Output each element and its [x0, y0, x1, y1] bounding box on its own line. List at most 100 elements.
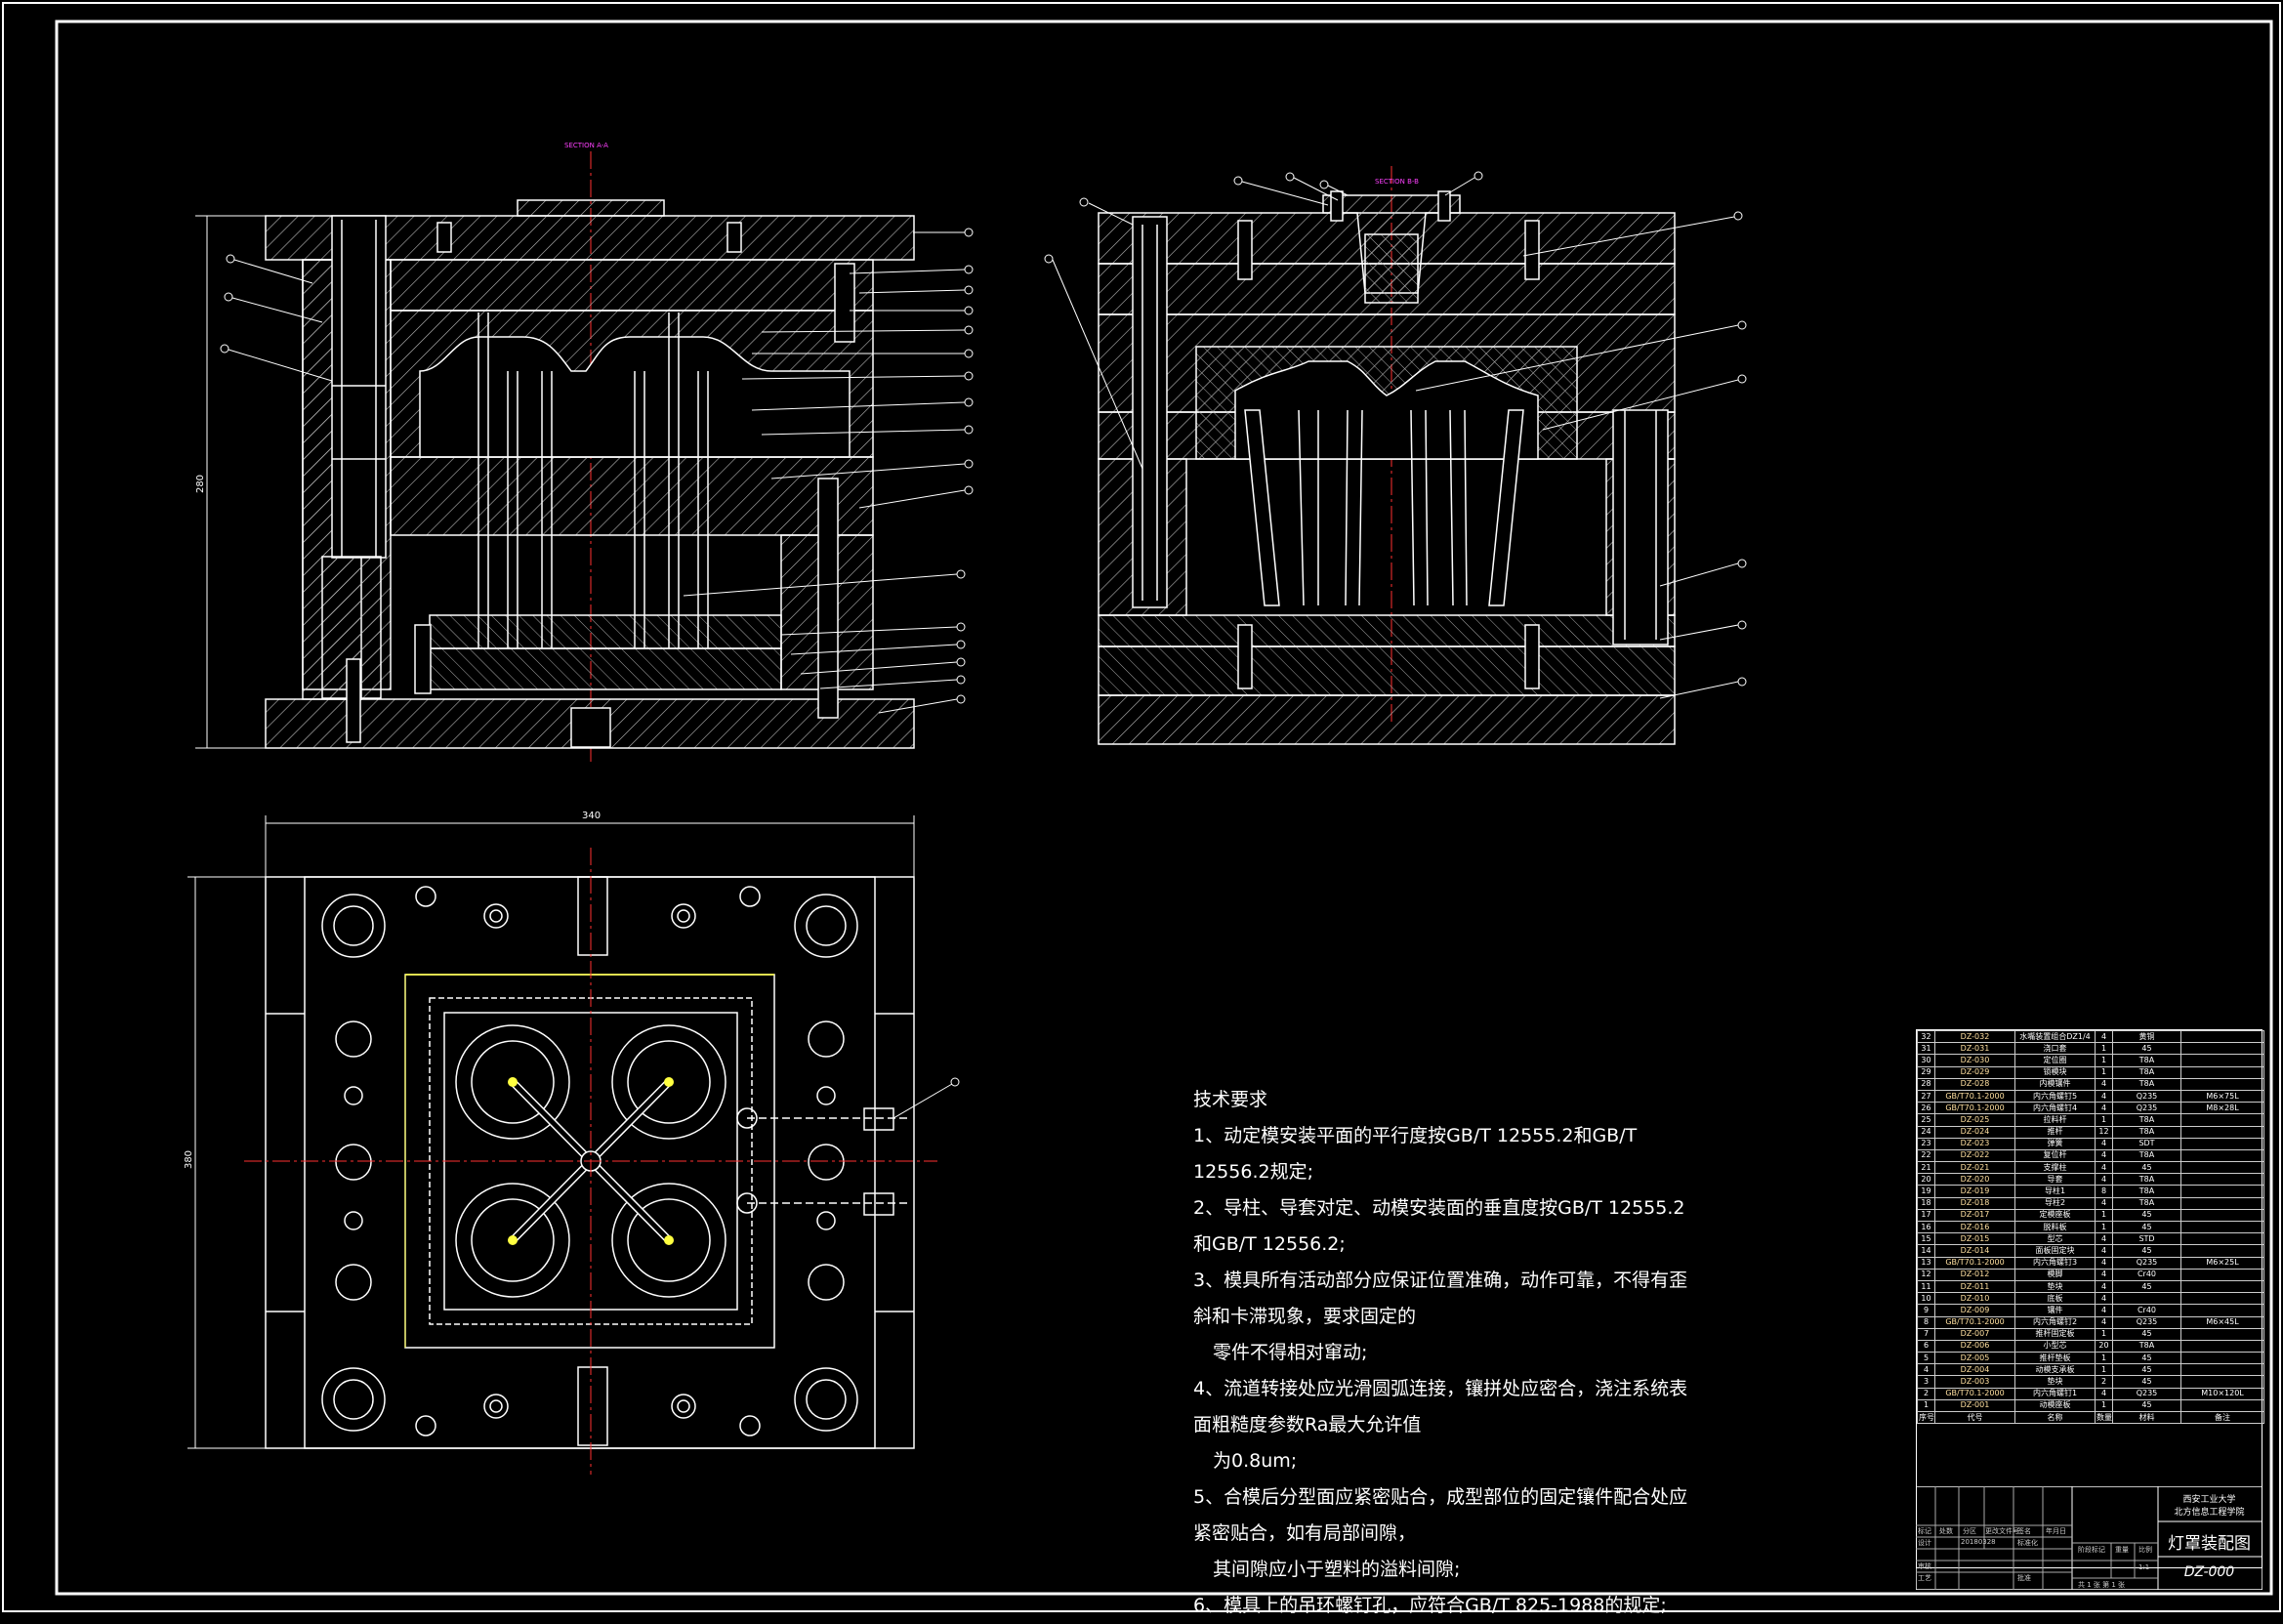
bom-cell: T8A [2112, 1113, 2181, 1127]
bom-cell: GB/T70.1-2000 [1934, 1089, 2015, 1103]
bom-cell [2180, 1339, 2264, 1353]
bom-cell [2180, 1113, 2264, 1127]
bom-cell: 水嘴装置组合DZ1/4 [2014, 1029, 2096, 1044]
school-name: 西安工业大学 北方信息工程学院 [2158, 1494, 2261, 1520]
bom-cell [2180, 1327, 2264, 1341]
label-design: 设计 [1918, 1539, 1931, 1547]
bom-cell: 45 [2112, 1208, 2181, 1223]
bom-cell: 3 [1917, 1375, 1935, 1389]
bom-cell: 7 [1917, 1327, 1935, 1341]
bom-cell: 4 [2095, 1102, 2113, 1115]
bom-cell: 12 [2095, 1125, 2113, 1139]
bom-cell: DZ-030 [1934, 1054, 2015, 1067]
bom-cell [2180, 1292, 2264, 1306]
bom-cell: 15 [1917, 1232, 1935, 1246]
bom-cell: 定模座板 [2014, 1208, 2096, 1223]
plan-width-dim: 340 [582, 811, 602, 821]
technical-requirements: 技术要求 1、动定模安装平面的平行度按GB/T 12555.2和GB/T 125… [1193, 1082, 1701, 1624]
bom-cell: 27 [1917, 1089, 1935, 1103]
label-weight: 重量 [2115, 1546, 2129, 1554]
label-zone: 分区 [1963, 1527, 1976, 1535]
bom-cell: DZ-005 [1934, 1352, 2015, 1365]
tech-req-item: 1、动定模安装平面的平行度按GB/T 12555.2和GB/T 12556.2规… [1193, 1125, 1638, 1183]
bom-cell: GB/T70.1-2000 [1934, 1102, 2015, 1115]
bom-cell [2180, 1077, 2264, 1091]
bom-cell: 24 [1917, 1125, 1935, 1139]
tech-req-item: 为0.8um; [1213, 1450, 1298, 1472]
bom-cell: T8A [2112, 1125, 2181, 1139]
tech-req-item: 其间隙应小于塑料的溢料间隙; [1213, 1559, 1461, 1580]
bom-cell: 45 [2112, 1363, 2181, 1377]
bom-cell: 脱料板 [2014, 1220, 2096, 1234]
bom-cell: DZ-019 [1934, 1185, 2015, 1198]
bom-cell: 29 [1917, 1065, 1935, 1079]
bom-cell: 2 [2095, 1375, 2113, 1389]
bom-cell: DZ-016 [1934, 1220, 2015, 1234]
plan-view [187, 815, 960, 1475]
bom-cell: M6×25L [2180, 1256, 2264, 1270]
bom-cell: 8 [2095, 1185, 2113, 1198]
bom-cell: 30 [1917, 1054, 1935, 1067]
bom-cell [2180, 1398, 2264, 1413]
bom-cell [2180, 1054, 2264, 1067]
bom-cell [2180, 1148, 2264, 1163]
bom-cell: 4 [2095, 1279, 2113, 1294]
bom-cell: 45 [2112, 1352, 2181, 1365]
bom-cell: 推杆 [2014, 1125, 2096, 1139]
tech-req-item: 4、流道转接处应光滑圆弧连接，镶拼处应密合，浇注系统表面粗糙度参数Ra最大允许值 [1193, 1378, 1688, 1436]
title-block-grid [1916, 1486, 2262, 1590]
bom-cell: 内六角螺钉5 [2014, 1089, 2096, 1103]
bom-cell [2180, 1029, 2264, 1044]
bom-cell: 28 [1917, 1077, 1935, 1091]
bom-cell: 底板 [2014, 1292, 2096, 1306]
bom-cell: 45 [2112, 1244, 2181, 1258]
bom-cell: DZ-006 [1934, 1339, 2015, 1353]
bom-cell: 45 [2112, 1375, 2181, 1389]
bom-cell: 22 [1917, 1148, 1935, 1163]
bom-cell: DZ-012 [1934, 1268, 2015, 1281]
label-mark: 标记 [1918, 1527, 1931, 1535]
designer-date: 20180328 [1961, 1538, 1996, 1546]
label-standard: 标准化 [2017, 1539, 2038, 1547]
bom-cell: DZ-025 [1934, 1113, 2015, 1127]
bom-cell: 1 [2095, 1363, 2113, 1377]
bom-cell [2180, 1232, 2264, 1246]
tech-req-item: 5、合模后分型面应紧密贴合，成型部位的固定镶件配合处应紧密贴合，如有局部间隙， [1193, 1486, 1688, 1544]
bom-cell: DZ-004 [1934, 1363, 2015, 1377]
bom-cell: 4 [2095, 1232, 2113, 1246]
bom-header-cell: 名称 [2014, 1410, 2096, 1425]
bom-cell: 小型芯 [2014, 1339, 2096, 1353]
bom-header-cell: 备注 [2180, 1410, 2264, 1425]
bom-cell: 推杆垫板 [2014, 1352, 2096, 1365]
bom-cell: M6×75L [2180, 1089, 2264, 1103]
bom-cell: GB/T70.1-2000 [1934, 1256, 2015, 1270]
bom-header-cell: 代号 [1934, 1410, 2015, 1425]
bom-cell: 1 [2095, 1208, 2113, 1223]
bom-cell: 复位杆 [2014, 1148, 2096, 1163]
bom-cell: 锁模块 [2014, 1065, 2096, 1079]
bom-cell: 1 [2095, 1065, 2113, 1079]
bom-cell: 型芯 [2014, 1232, 2096, 1246]
bom-cell: 4 [2095, 1148, 2113, 1163]
bom-cell: 4 [2095, 1137, 2113, 1150]
school-line-2: 北方信息工程学院 [2174, 1508, 2245, 1518]
bom-cell: 4 [2095, 1196, 2113, 1210]
bom-cell: Q235 [2112, 1387, 2181, 1400]
bom-cell: 1 [2095, 1352, 2113, 1365]
bom-cell [2180, 1304, 2264, 1317]
bom-cell: M10×120L [2180, 1387, 2264, 1400]
inner-border [55, 20, 2273, 1596]
bom-cell: 21 [1917, 1161, 1935, 1175]
bom-cell: 4 [2095, 1304, 2113, 1317]
